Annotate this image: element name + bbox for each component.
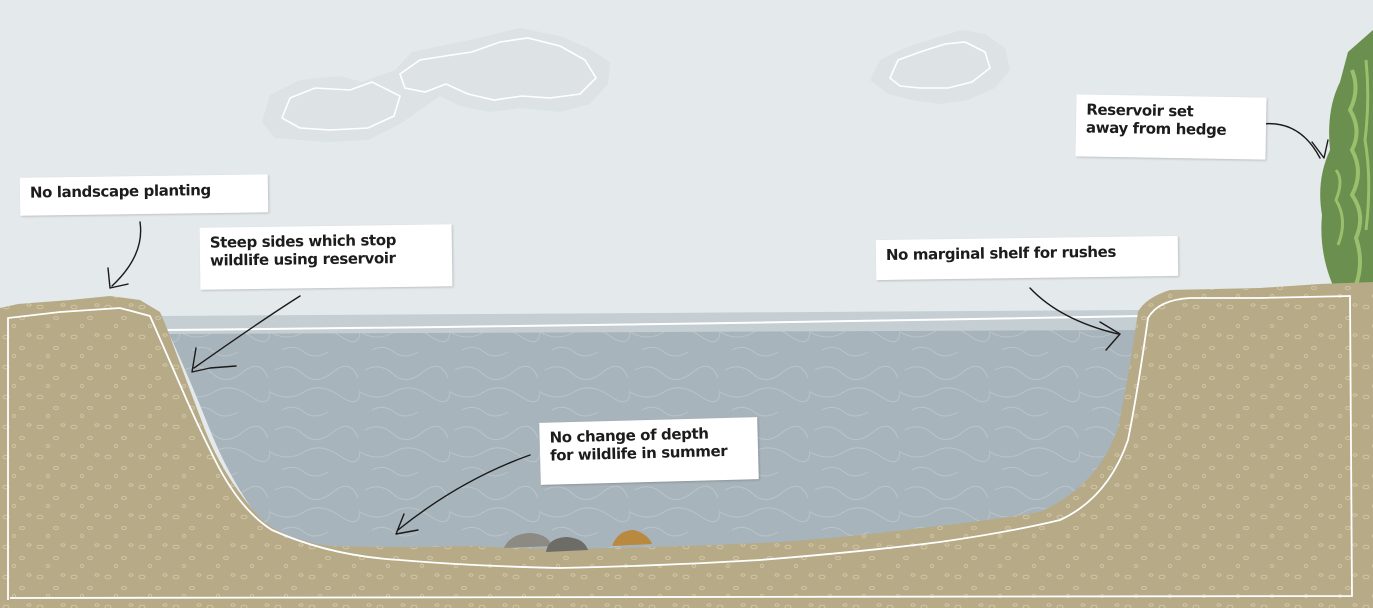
label-steep-sides-line2: wildlife using reservoir — [210, 248, 442, 269]
label-no-change-of-depth: No change of depth for wildlife in summe… — [539, 417, 759, 485]
label-reservoir-set-line2: away from hedge — [1086, 119, 1256, 140]
label-reservoir-set-away: Reservoir set away from hedge — [1075, 94, 1266, 159]
label-no-marginal-shelf-text: No marginal shelf for rushes — [886, 242, 1168, 264]
label-no-marginal-shelf: No marginal shelf for rushes — [876, 236, 1179, 280]
label-steep-sides: Steep sides which stop wildlife using re… — [200, 224, 453, 290]
label-no-change-line2: for wildlife in summer — [550, 441, 748, 464]
label-no-landscape-planting: No landscape planting — [20, 174, 269, 215]
label-no-landscape-planting-text: No landscape planting — [30, 180, 258, 201]
